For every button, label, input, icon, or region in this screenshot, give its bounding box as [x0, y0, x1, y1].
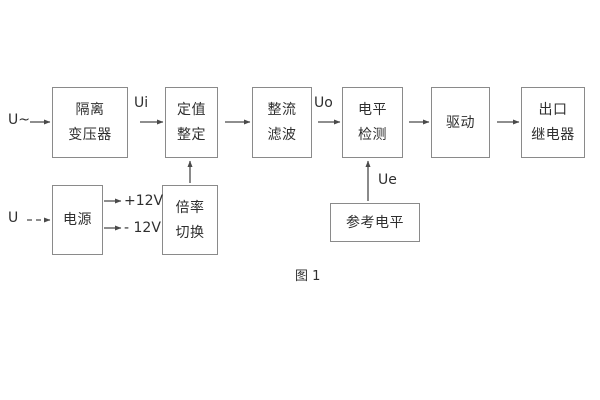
block-drive[interactable]: 驱动: [431, 87, 490, 158]
block-line: 滤波: [267, 127, 297, 143]
block-line: 变压器: [68, 127, 112, 143]
block-line: 切换: [175, 224, 205, 241]
label-ue-signal: Ue: [378, 172, 397, 188]
block-line: 整定: [177, 127, 206, 143]
block-level-detection[interactable]: 电平 检测: [342, 87, 403, 158]
label-minus-12v-rail: - 12V: [124, 220, 161, 236]
block-isolation-transformer[interactable]: 隔离 变压器: [52, 87, 128, 158]
block-line: 参考电平: [346, 214, 404, 231]
block-setting-value[interactable]: 定值 整定: [165, 87, 218, 158]
block-line: 隔离: [75, 102, 105, 118]
block-line: 电平: [358, 102, 387, 118]
block-output-relay[interactable]: 出口 继电器: [521, 87, 585, 158]
block-line: 继电器: [531, 127, 575, 143]
block-line: 倍率: [175, 199, 205, 216]
block-multiplier-switch[interactable]: 倍率 切换: [162, 185, 218, 255]
label-u-ac-input: U~: [8, 112, 30, 128]
label-ui-signal: Ui: [134, 95, 149, 111]
block-line: 定值: [177, 102, 206, 118]
block-line: 电源: [63, 212, 92, 228]
label-u-dc-input: U: [8, 210, 19, 226]
block-rectify-filter[interactable]: 整流 滤波: [252, 87, 312, 158]
block-line: 出口: [538, 102, 568, 118]
figure-caption: 图 1: [295, 269, 321, 284]
block-reference-level[interactable]: 参考电平: [330, 203, 420, 242]
block-line: 检测: [358, 127, 387, 143]
block-power-supply[interactable]: 电源: [52, 185, 103, 255]
label-uo-signal: Uo: [314, 95, 333, 111]
block-line: 整流: [267, 102, 297, 118]
label-plus-12v-rail: +12V: [124, 193, 164, 209]
block-line: 驱动: [446, 114, 475, 131]
